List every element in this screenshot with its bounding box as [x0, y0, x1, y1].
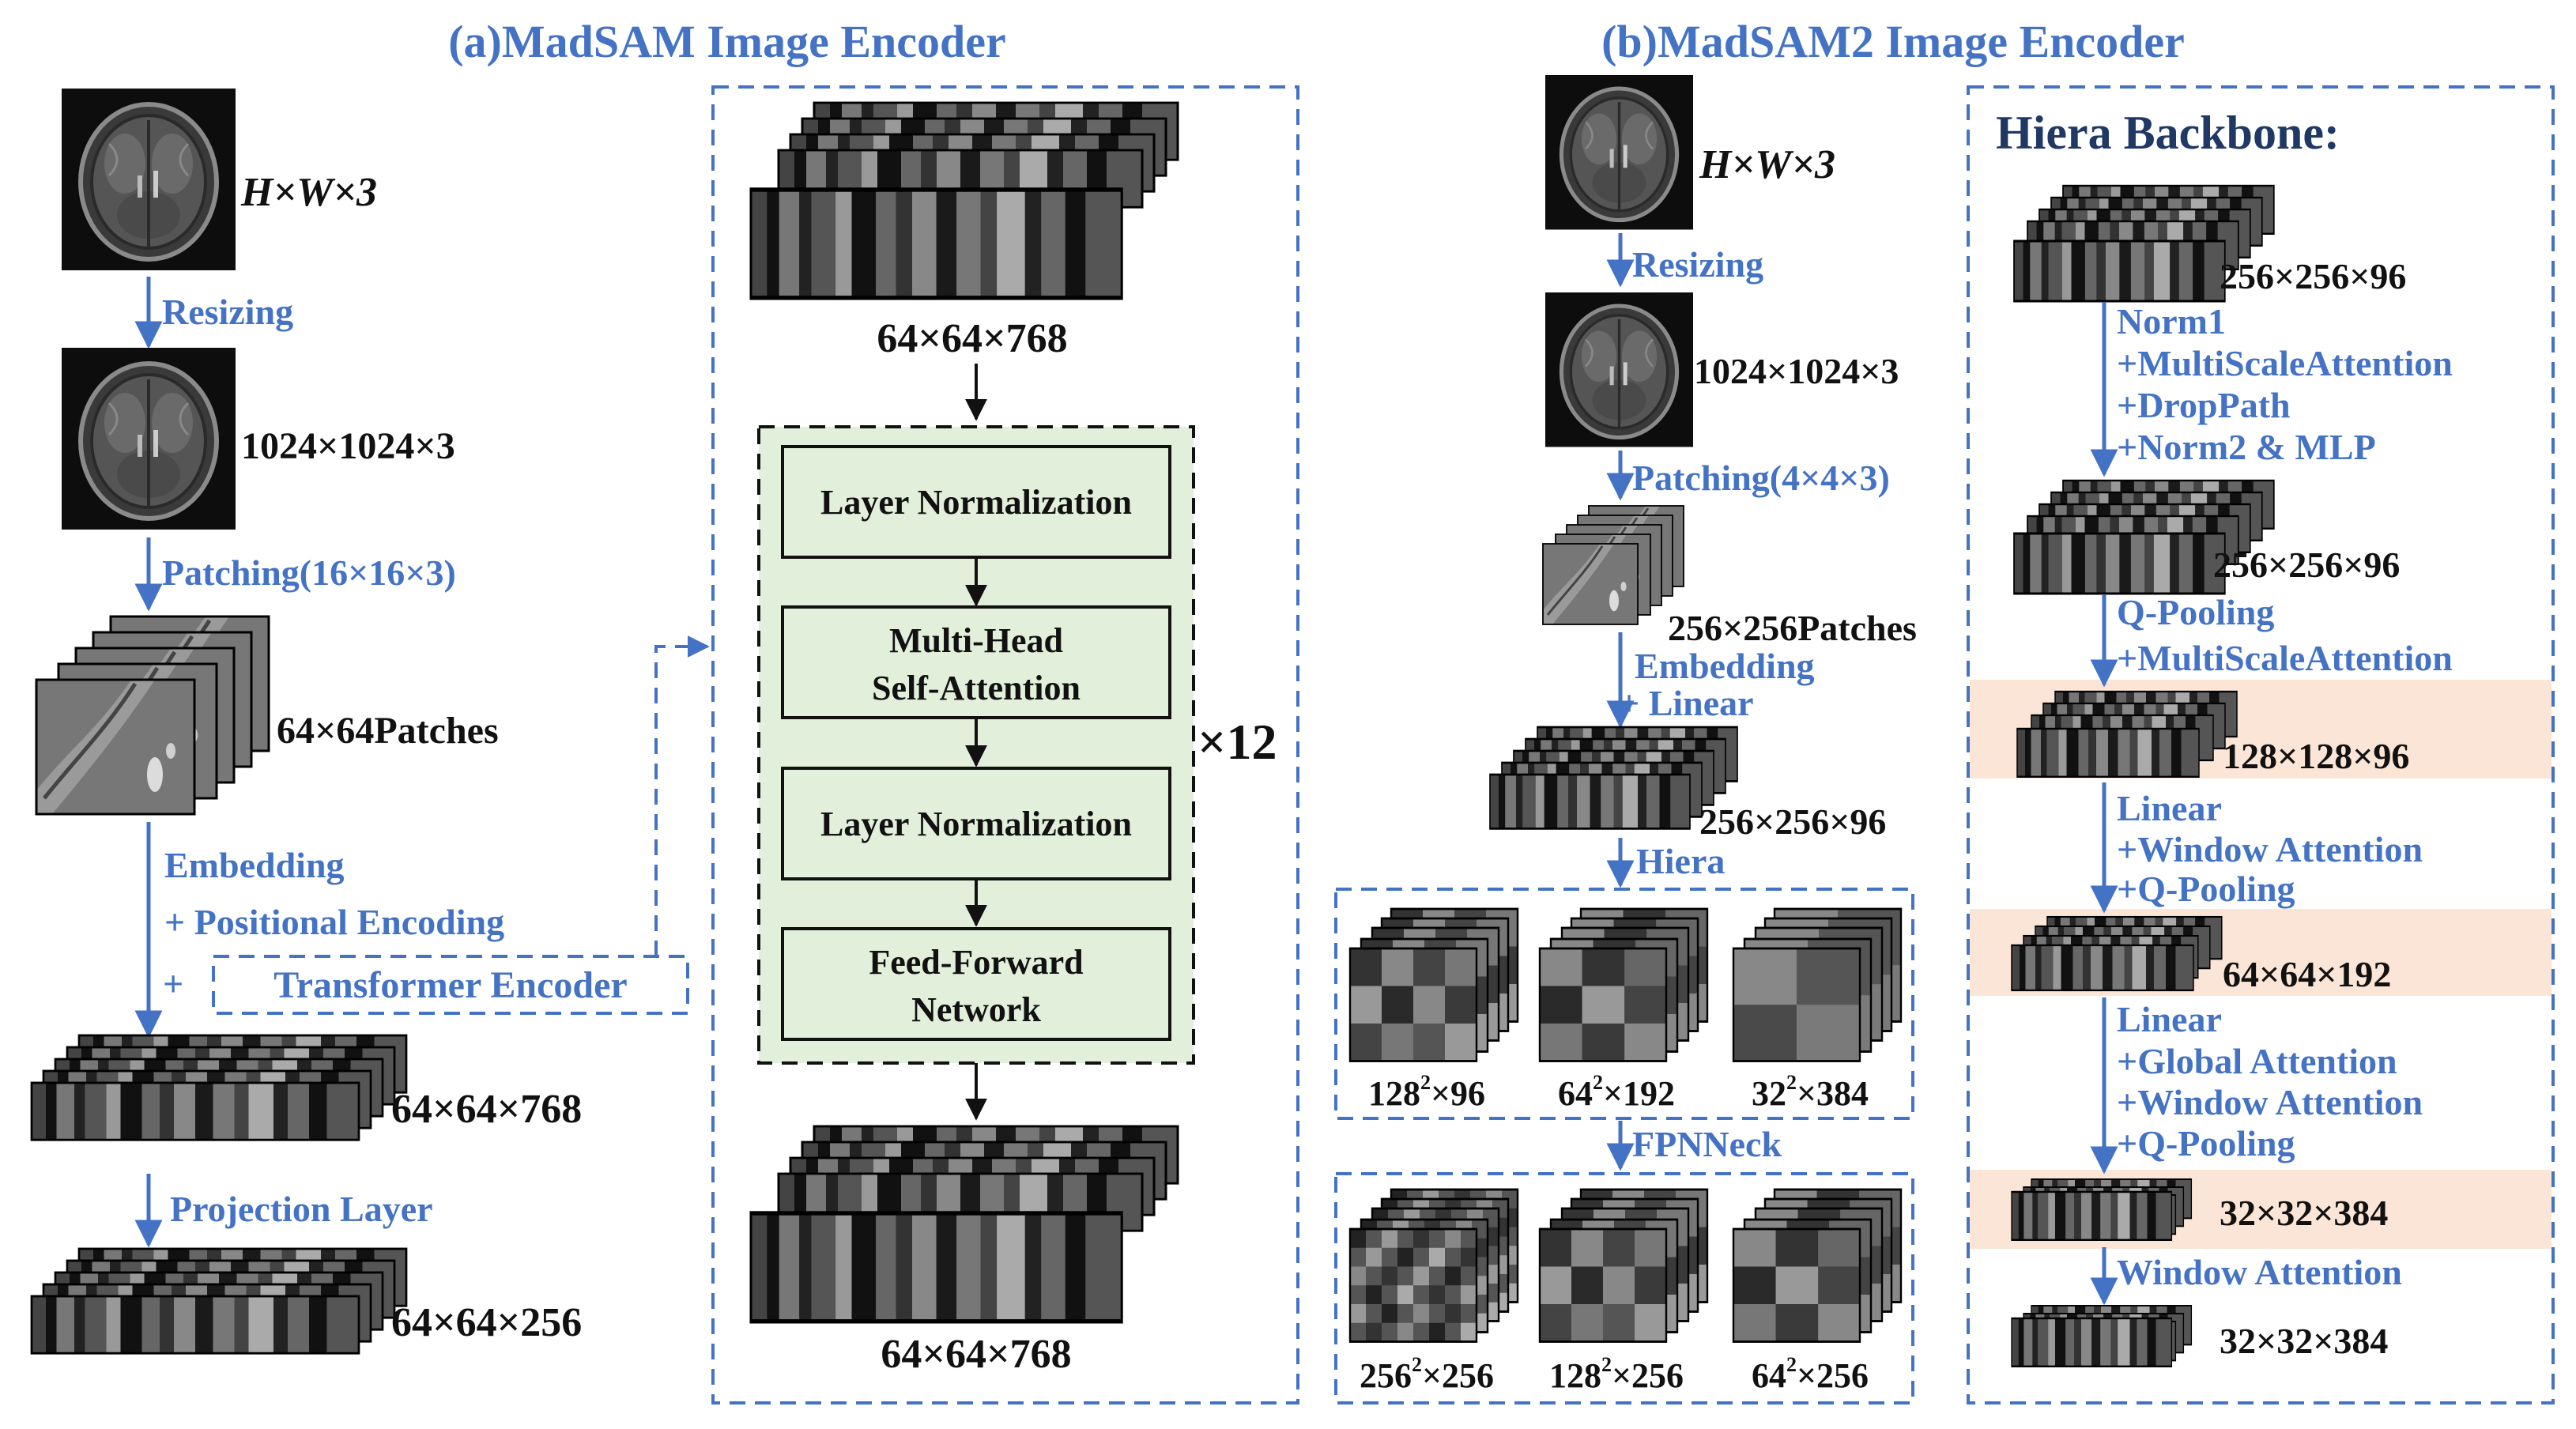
mri-input-image-b — [1545, 75, 1693, 230]
hiera-stack-4 — [2010, 915, 2223, 992]
fpn-output-stack-2 — [1538, 1188, 1709, 1343]
hiera-op-1-2: +MultiScaleAttention — [2117, 343, 2453, 383]
hiera-op-2-2: +MultiScaleAttention — [2117, 638, 2453, 678]
mri-input-image-a — [62, 89, 236, 270]
block-repeat-count: ×12 — [1197, 714, 1277, 770]
hiera-dim-2: 256×256×96 — [2213, 545, 2400, 585]
patches-dim-a: 64×64Patches — [277, 710, 499, 752]
step-linear-b: + Linear — [1619, 683, 1754, 723]
hiera-op-4-3: +Window Attention — [2117, 1082, 2423, 1122]
attention-box — [781, 605, 1171, 719]
fpn-output-dim-3: 642×256 — [1752, 1353, 1869, 1395]
input-dim-b: H×W×3 — [1699, 142, 1835, 187]
hiera-dim-3: 128×128×96 — [2223, 736, 2409, 776]
panel-a-title: (a)MadSAM Image Encoder — [448, 16, 1006, 67]
transformer-encoder-label: Transformer Encoder — [273, 964, 627, 1006]
hiera-backbone-frame — [1967, 85, 2555, 1404]
step-hiera-b: Hiera — [1636, 841, 1725, 881]
fpn-output-stack-1 — [1348, 1188, 1519, 1343]
layer-norm-box-1 — [781, 445, 1171, 559]
input-dim-a: H×W×3 — [240, 170, 377, 215]
layer-norm-label-2: Layer Normalization — [820, 805, 1132, 843]
step-positional-a: + Positional Encoding — [164, 902, 504, 942]
hiera-op-1-4: +Norm2 & MLP — [2117, 427, 2376, 467]
layer-norm-box-2 — [781, 767, 1171, 880]
patches-dim-b: 256×256Patches — [1668, 608, 1917, 648]
step-embedding-b: Embedding — [1635, 646, 1815, 686]
hiera-output-dim-2: 642×192 — [1558, 1071, 1675, 1113]
hiera-dim-1: 256×256×96 — [2220, 256, 2406, 296]
hiera-op-3-2: +Window Attention — [2117, 829, 2423, 869]
hiera-output-dim-1: 1282×96 — [1368, 1071, 1485, 1113]
plus-sign-a: + — [163, 963, 183, 1004]
hiera-dim-4: 64×64×192 — [2223, 954, 2391, 994]
step-patching-a: Patching(16×16×3) — [162, 552, 456, 593]
output-dim-a: 64×64×256 — [391, 1300, 582, 1345]
embedded-dim-a: 64×64×768 — [391, 1087, 582, 1132]
fpn-output-stack-3 — [1732, 1188, 1903, 1343]
ffn-box — [781, 927, 1171, 1041]
hiera-stack-6 — [2010, 1305, 2193, 1368]
transformer-block-frame — [711, 85, 1299, 1404]
layer-norm-label-1: Layer Normalization — [820, 483, 1132, 522]
feature-stack-embedded-a — [30, 1034, 408, 1141]
hiera-op-1-3: +DropPath — [2117, 385, 2291, 425]
hiera-backbone-title: Hiera Backbone: — [1996, 107, 2340, 159]
feature-stack-output-a — [30, 1247, 408, 1355]
hiera-dim-6: 32×32×384 — [2220, 1321, 2388, 1361]
hiera-op-1-1: Norm1 — [2117, 301, 2226, 341]
hiera-op-3-3: +Q-Pooling — [2117, 869, 2295, 909]
transformer-encoder-box — [212, 955, 689, 1015]
patch-stack-a — [36, 616, 269, 814]
panel-b-title: (b)MadSAM2 Image Encoder — [1601, 16, 2185, 67]
step-resizing-a: Resizing — [162, 292, 293, 332]
hiera-output-dim-3: 322×384 — [1752, 1071, 1869, 1113]
hiera-output-stack-3 — [1732, 907, 1903, 1062]
hiera-op-4-2: +Global Attention — [2117, 1041, 2397, 1081]
embedded-dim-b: 256×256×96 — [1699, 801, 1886, 842]
block-in-dim: 64×64×768 — [877, 316, 1067, 361]
hiera-stack-5 — [2010, 1178, 2193, 1242]
step-patching-b: Patching(4×4×3) — [1632, 458, 1890, 498]
mri-resized-image-b — [1545, 292, 1693, 447]
hiera-op-3-1: Linear — [2117, 788, 2222, 828]
mri-resized-image-a — [62, 348, 236, 530]
attention-label-2: Self-Attention — [872, 669, 1081, 707]
ffn-label-2: Network — [911, 990, 1041, 1029]
resized-dim-a: 1024×1024×3 — [241, 425, 455, 467]
patch-stack-b — [1541, 504, 1685, 626]
ffn-label-1: Feed-Forward — [869, 943, 1083, 982]
hiera-op-4-4: +Q-Pooling — [2117, 1123, 2295, 1163]
fpn-output-dim-2: 1282×256 — [1549, 1353, 1684, 1395]
hiera-output-stack-2 — [1538, 907, 1709, 1062]
block-input-stack — [751, 101, 1179, 298]
block-out-dim: 64×64×768 — [881, 1332, 1071, 1377]
hiera-op-2-1: Q-Pooling — [2117, 592, 2274, 632]
hiera-output-stack-1 — [1348, 907, 1519, 1062]
step-embedding-a: Embedding — [164, 845, 345, 885]
attention-label-1: Multi-Head — [889, 621, 1063, 660]
hiera-op-5-1: Window Attention — [2117, 1252, 2402, 1292]
hiera-op-4-1: Linear — [2117, 999, 2222, 1039]
step-resizing-b: Resizing — [1632, 244, 1763, 285]
connector-transformer-to-block — [654, 635, 710, 956]
hiera-output-box — [1334, 888, 1914, 1120]
fpn-output-dim-1: 2562×256 — [1360, 1353, 1494, 1395]
step-fpn-b: FPNNeck — [1632, 1124, 1782, 1164]
fpn-output-box — [1334, 1172, 1914, 1404]
resized-dim-b: 1024×1024×3 — [1694, 351, 1899, 391]
step-projection-a: Projection Layer — [170, 1189, 433, 1229]
block-output-stack — [751, 1125, 1179, 1322]
hiera-dim-5: 32×32×384 — [2220, 1193, 2388, 1233]
